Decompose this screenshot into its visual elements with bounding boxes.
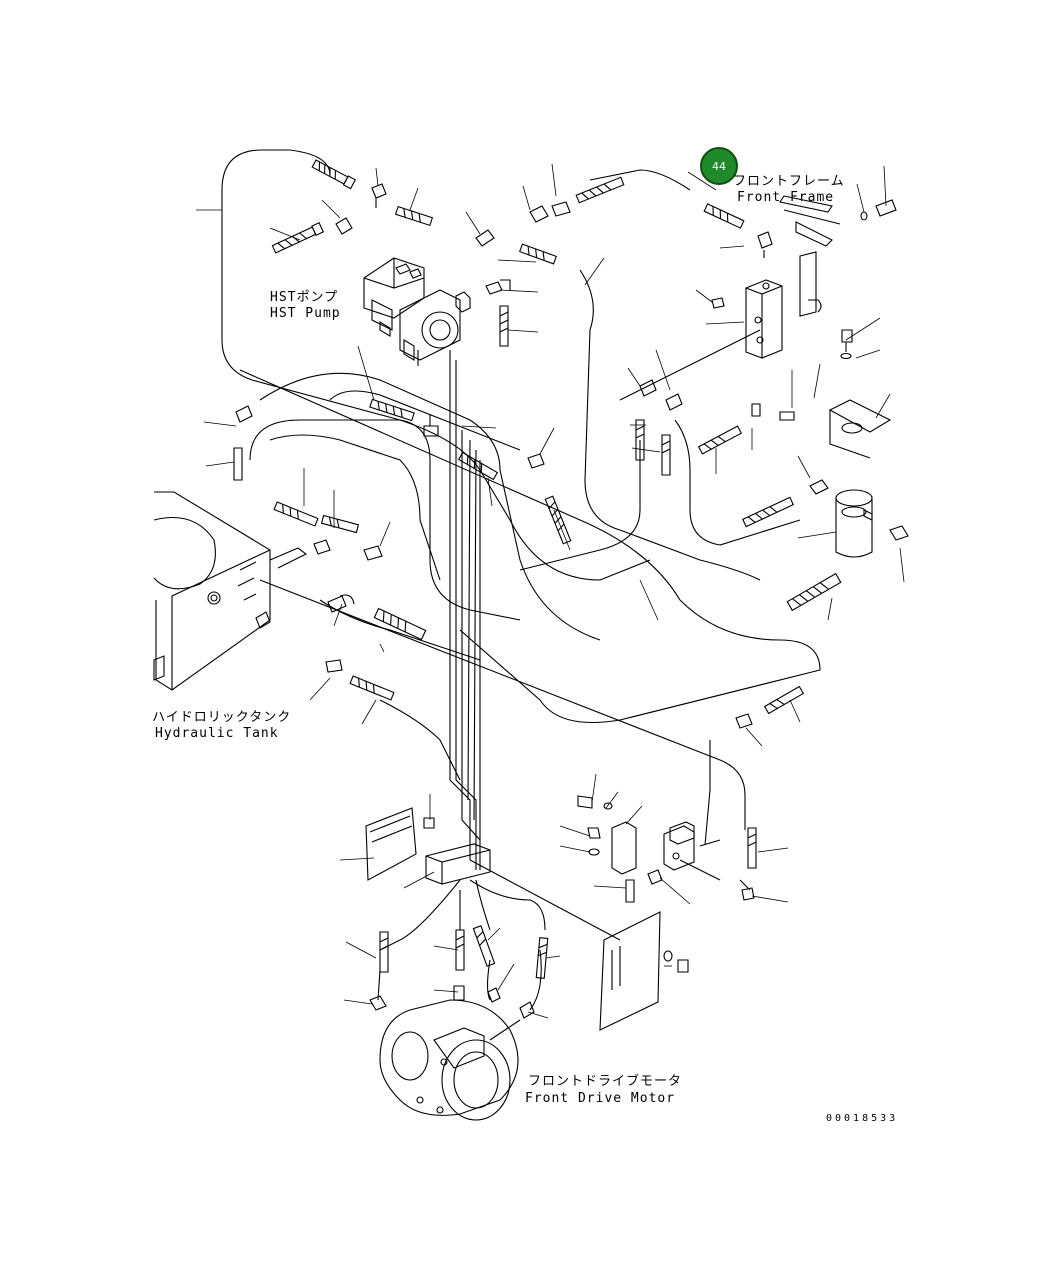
callout-number-badge[interactable]: 44 (700, 147, 738, 185)
hst-pump-label-jp: HSTポンプ (270, 290, 339, 305)
hydraulic-tank-label-en: Hydraulic Tank (155, 726, 279, 741)
leader-lines (196, 164, 904, 1018)
solenoid-valve (670, 822, 720, 846)
hose-routing (222, 150, 820, 1040)
front-frame-label-jp: フロントフレーム (733, 174, 845, 189)
front-drive-motor-label-en: Front Drive Motor (525, 1091, 676, 1106)
front-frame-label-en: Front Frame (737, 190, 835, 205)
hydraulic-tank-label-jp: ハイドロリックタンク (152, 710, 292, 725)
valve-block (746, 196, 840, 358)
front-drive-motor (380, 1000, 518, 1120)
mounting-brackets (366, 808, 694, 1030)
drawing-code: 00018533 (826, 1113, 899, 1124)
line-filter (830, 400, 890, 557)
front-drive-motor-label-jp: フロントドライブモータ (528, 1074, 683, 1089)
hydraulic-tank (154, 492, 306, 690)
hst-pump (364, 258, 470, 366)
hose-fittings (234, 159, 841, 978)
hst-pump-label-en: HST Pump (270, 306, 341, 321)
small-fittings (236, 184, 908, 1018)
